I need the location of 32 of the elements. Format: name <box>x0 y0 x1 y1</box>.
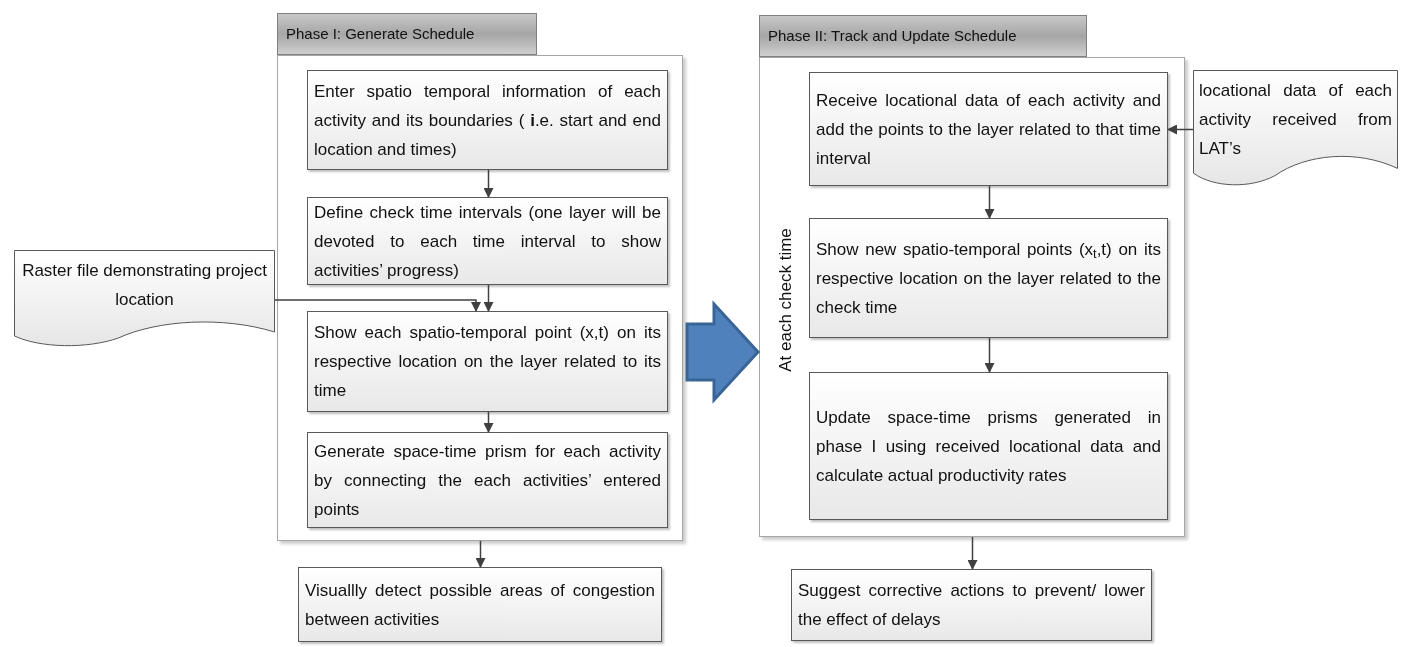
side-label: At each check time <box>775 227 796 374</box>
process-box <box>307 432 668 528</box>
document-text: locational data of each activity received from LAT’s <box>1199 80 1392 160</box>
process-text: Show each spatio-temporal point (x,t) on its respective location on the layer related to its time <box>314 322 661 402</box>
block-arrow <box>685 300 761 404</box>
phase-tab: Phase I: Generate Schedule <box>277 13 537 55</box>
arrow <box>483 411 494 433</box>
process-box <box>307 311 668 412</box>
document-text: Raster file demonstrating project location <box>21 260 268 311</box>
process-text: Define check time intervals (one layer will be devoted to each time interval to show activities’ progress) <box>314 201 661 282</box>
arrow <box>984 337 995 373</box>
process-box <box>809 372 1168 520</box>
arrow <box>475 540 486 568</box>
arrow <box>274 299 481 312</box>
arrow <box>483 284 494 312</box>
process-box <box>809 72 1168 186</box>
process-text: Suggest corrective actions to prevent/ lower the effect of delays <box>798 580 1145 631</box>
process-text: Enter spatio temporal information of each activity and its boundaries ( i.e. start and end location and times) <box>314 80 661 161</box>
arrow <box>483 169 494 198</box>
arrow <box>984 185 995 219</box>
process-text: Receive locational data of each activity and add the points to the layer related to that time interval <box>816 89 1161 170</box>
phase-tab: Phase II: Track and Update Schedule <box>759 15 1087 57</box>
process-box <box>809 218 1168 338</box>
process-box <box>298 567 662 642</box>
process-text: Visuallly detect possible areas of congestion between activities <box>305 579 655 631</box>
process-box <box>307 70 668 170</box>
process-text: Generate space-time prism for each activity by connecting the each activities’ entered points <box>314 440 661 521</box>
process-box <box>791 569 1152 641</box>
process-text: Update space-time prisms generated in phase I using received locational data and calculate actual productivity rates <box>816 406 1161 487</box>
arrow <box>967 536 978 570</box>
arrow <box>1167 124 1194 135</box>
process-text: Show new spatio-temporal points (x$_{t}$,t) on its respective location on the layer related to the check time <box>816 238 1161 319</box>
